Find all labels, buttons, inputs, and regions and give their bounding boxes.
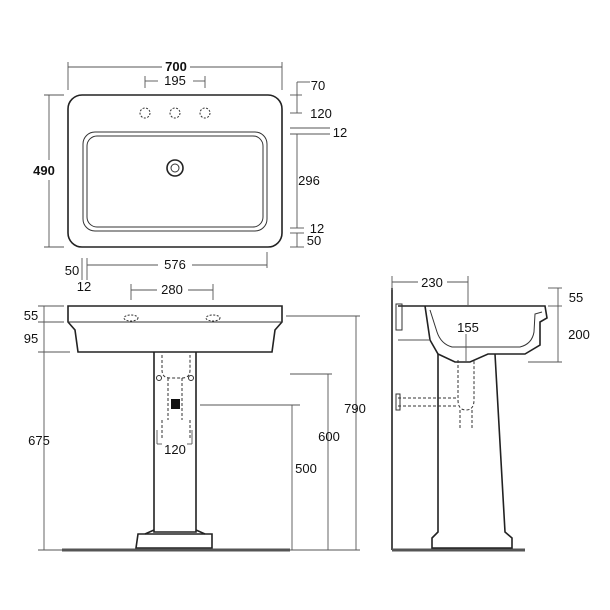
dim-bottom-chain: 576 50 12: [65, 252, 268, 294]
label-rim-to-basin: 120: [310, 106, 332, 121]
label-width: 700: [165, 59, 187, 74]
front-view: 280 55 95 675 120 500: [24, 282, 366, 552]
pedestal-bolt-right: [188, 375, 194, 381]
label-rim-front: 50: [307, 233, 321, 248]
wall-outlet: [395, 393, 401, 411]
tap-hole-right: [199, 107, 211, 119]
pedestal-side: [431, 353, 513, 549]
drain-outer: [166, 159, 184, 177]
pedestal-foot-flare: [144, 529, 206, 535]
label-fixing-spacing: 280: [161, 282, 183, 297]
fixing-hole-right: [205, 314, 221, 322]
label-gap-back: 12: [333, 125, 347, 140]
fixing-hole-left: [123, 314, 139, 322]
trap-side: [398, 360, 475, 428]
dim-fixing-spacing: 280: [130, 282, 214, 300]
drain-inner: [170, 163, 180, 173]
pedestal-bolt-left: [156, 375, 162, 381]
dim-depth: 490: [33, 94, 64, 248]
label-outlet-spacing: 120: [164, 442, 186, 457]
label-front-rim: 55: [24, 308, 38, 323]
pedestal-foot: [135, 533, 213, 549]
label-projection: 230: [421, 275, 443, 290]
basin-bowl-inner: [86, 135, 264, 228]
top-view: 700 195 490 70 120 12: [33, 59, 347, 294]
basin-side-inner: [429, 309, 543, 348]
dim-right-chain: 70 120 12 296 12 50: [290, 78, 347, 248]
basin-bowl-outer: [82, 131, 268, 232]
dim-left-chain: 55 95 675: [24, 305, 70, 551]
concealed-trap: [161, 355, 191, 440]
waste-outlet: [171, 399, 180, 409]
dim-tap-spacing: 195: [144, 73, 206, 88]
wall-bracket: [395, 303, 403, 331]
label-rim-side: 50: [65, 263, 79, 278]
label-basin-width: 576: [164, 257, 186, 272]
label-drain-offset: 155: [457, 320, 479, 335]
dim-drain-offset: 155: [398, 320, 479, 362]
label-tap-spacing: 195: [164, 73, 186, 88]
label-waste-height: 600: [318, 429, 340, 444]
label-side-rim: 55: [569, 290, 583, 305]
dim-projection: 230: [391, 275, 469, 305]
basin-outline-top: [67, 94, 283, 248]
label-total-height: 790: [344, 401, 366, 416]
pedestal-column: [153, 352, 197, 533]
basin-front-body: [67, 305, 283, 353]
label-depth: 490: [33, 163, 55, 178]
label-gap-side: 12: [77, 279, 91, 294]
label-bowl-height: 95: [24, 331, 38, 346]
dim-right-heights: 500 600 790: [200, 315, 366, 551]
label-rim-back: 70: [311, 78, 325, 93]
label-basin-depth: 296: [298, 173, 320, 188]
dim-side-heights: 55 200: [528, 287, 590, 363]
tap-hole-left: [139, 107, 151, 119]
basin-side-body: [398, 305, 548, 363]
label-pedestal-height: 675: [28, 433, 50, 448]
label-gap-front: 12: [310, 221, 324, 236]
label-bowl-depth: 200: [568, 327, 590, 342]
dim-width: 700: [67, 59, 283, 90]
dim-outlet-spacing: 120: [156, 430, 193, 457]
tap-hole-center: [169, 107, 181, 119]
side-view: 230 155 55 200: [391, 275, 590, 552]
label-drain-height: 500: [295, 461, 317, 476]
